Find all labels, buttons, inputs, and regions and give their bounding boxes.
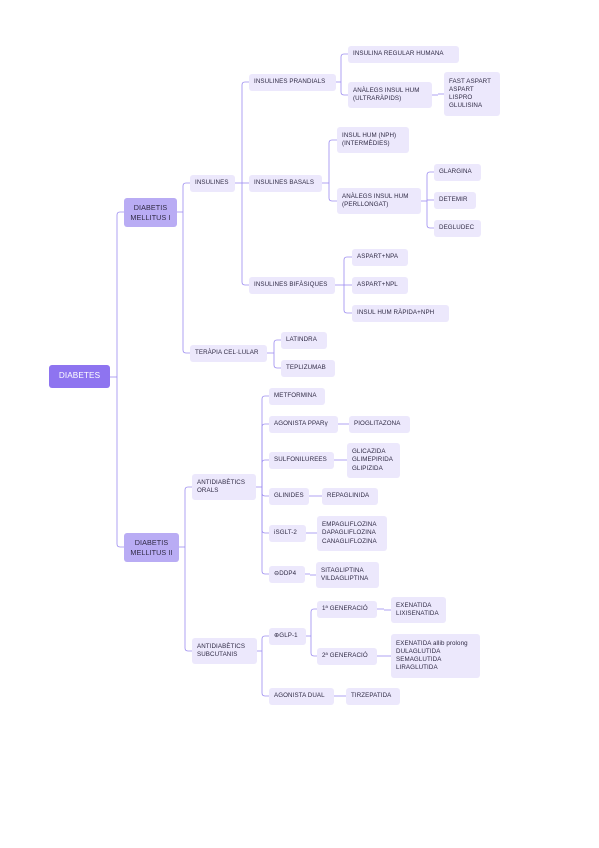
node-insulines-bifasiques: INSULINES BIFÀSIQUES — [249, 277, 335, 294]
node-primera-generacio: 1ª GENERACIÓ — [317, 601, 377, 618]
link-insulines-branch-0 — [241, 81, 249, 183]
node-glinides: GLINIDES — [269, 488, 309, 505]
link-terapia-branch-1 — [273, 353, 281, 369]
link-dm2-branch-0 — [184, 486, 192, 547]
node-sulfonilurees: SULFONILUREES — [269, 452, 334, 469]
link-orals-branch-4 — [261, 487, 269, 534]
node-teplizumab: TEPLIZUMAB — [281, 360, 335, 377]
node-insulines-basals: INSULINES BASALS — [249, 175, 322, 192]
link-basals-branch-0 — [328, 139, 337, 183]
node-agonista-ppar: AGONISTA PPARγ — [269, 416, 338, 433]
node-insulines: INSULINES — [190, 175, 235, 192]
node-tirzepatida: TIRZEPATIDA — [346, 688, 400, 705]
link-orals-branch-1 — [261, 423, 269, 487]
node-antidiabetics-subcutanis: ANTIDIABÈTICS SUBCUTANIS — [192, 638, 257, 664]
link-perllongat-branch-2 — [426, 201, 434, 229]
link-subcutanis-branch-1 — [261, 651, 269, 697]
node-insul-hum-nph: INSUL HUM (NPH) (INTERMÈDIES) — [337, 127, 409, 153]
node-degludec: DEGLUDEC — [434, 220, 481, 237]
link-root-branch-0 — [116, 211, 124, 377]
node-insulines-prandials: INSULINES PRANDIALS — [249, 74, 336, 91]
link-basals-branch-1 — [328, 183, 337, 202]
link-orals-branch-3 — [261, 487, 269, 497]
link-dm1-branch-0 — [182, 182, 190, 212]
node-aspart-npa: ASPART+NPA — [352, 249, 408, 266]
node-idpp4-list: SITAGLIPTINA VILDAGLIPTINA — [316, 562, 379, 588]
node-primera-generacio-list: EXENATIDA LIXISENATIDA — [391, 597, 446, 623]
link-insulines-branch-2 — [241, 183, 249, 286]
node-diabetis-mellitus-1: DIABETIS MELLITUS I — [124, 198, 177, 227]
node-isglt2: iSGLT-2 — [269, 525, 306, 542]
node-analegs-ultrarapids: ANÀLEGS INSUL HUM (ULTRARÀPIDS) — [348, 82, 432, 108]
node-prandials-list: FAST ASPART ASPART LISPRO GLULISINA — [444, 72, 500, 116]
node-latindra: LATINDRA — [281, 332, 327, 349]
node-segona-generacio-list: EXENATIDA allib prolong DULAGLUTIDA SEMA… — [391, 634, 480, 678]
link-prandials-branch-1 — [340, 82, 348, 96]
node-diabetes-root: DIABETES — [49, 365, 110, 388]
link-orals-branch-0 — [261, 395, 269, 487]
link-orals-branch-2 — [261, 459, 269, 487]
link-orals-branch-5 — [261, 487, 269, 575]
link-bifasiques-branch-2 — [343, 285, 352, 314]
node-repaglinida: REPAGLINIDA — [322, 488, 378, 505]
node-segona-generacio: 2ª GENERACIÓ — [317, 648, 377, 665]
node-diabetis-mellitus-2: DIABETIS MELLITUS II — [124, 533, 179, 562]
node-metformina: METFORMINA — [269, 388, 325, 405]
link-subcutanis-branch-0 — [261, 635, 269, 651]
node-idpp4: ⊖DDP4 — [269, 566, 305, 583]
node-insul-hum-rapida-nph: INSUL HUM RÀPIDA+NPH — [352, 305, 449, 322]
node-glargina: GLARGINA — [434, 164, 481, 181]
node-agonista-dual: AGONISTA DUAL — [269, 688, 334, 705]
link-bifasiques-branch-0 — [343, 256, 352, 285]
node-pioglitazona: PIOGLITAZONA — [349, 416, 410, 433]
node-aspart-npl: ASPART+NPL — [352, 277, 408, 294]
node-analegs-perllongat: ANÀLEGS INSUL HUM (PERLLONGAT) — [337, 188, 421, 214]
node-sulfonilurees-list: GLICAZIDA GLIMEPIRIDA GLIPIZIDA — [347, 443, 400, 478]
node-antidiabetics-orals: ANTIDIABÈTICS ORALS — [192, 474, 256, 500]
node-insulina-regular-humana: INSULINA REGULAR HUMANA — [348, 46, 459, 63]
link-terapia-branch-0 — [273, 339, 281, 353]
node-glp1: ⊕GLP-1 — [269, 628, 306, 645]
link-glp1-branch-1 — [310, 636, 317, 657]
link-prandials-branch-0 — [340, 53, 348, 82]
link-dm1-branch-1 — [182, 212, 190, 354]
node-detemir: DETEMIR — [434, 192, 476, 209]
link-dm2-branch-1 — [184, 547, 192, 652]
node-terapia-cel-lular: TERÀPIA CEL·LULAR — [190, 345, 267, 362]
link-root-branch-1 — [116, 377, 124, 548]
link-glp1-branch-0 — [310, 608, 317, 636]
link-perllongat-branch-0 — [426, 171, 434, 201]
node-isglt2-list: EMPAGLIFLOZINA DAPAGLIFLOZINA CANAGLIFLO… — [317, 516, 387, 551]
